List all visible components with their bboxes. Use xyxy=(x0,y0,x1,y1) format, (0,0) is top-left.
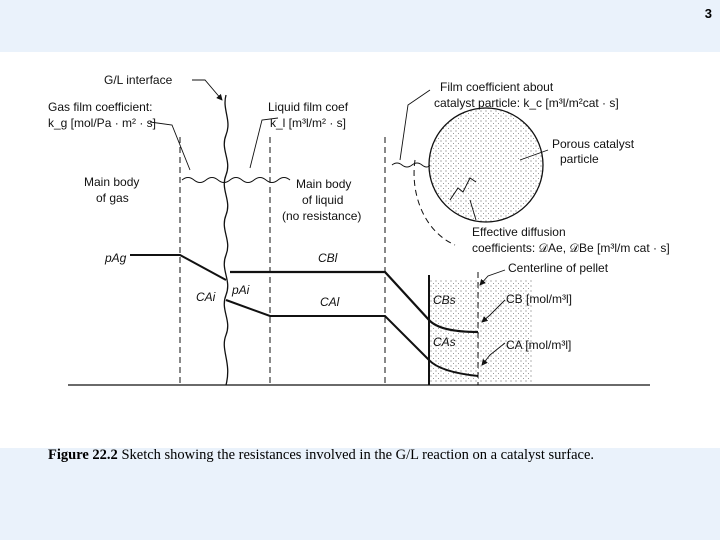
leader-centerline xyxy=(479,269,506,286)
leader-ca xyxy=(481,342,506,366)
catalyst-particle xyxy=(428,107,544,223)
label-liquid-film-coef-1: Liquid film coef xyxy=(268,100,349,114)
figure-panel: G/L interface Gas film coefficient: k_g … xyxy=(0,52,720,463)
label-c-al: CAl xyxy=(320,295,340,309)
label-gas-film-coef-2: k_g [mol/Pa · m² · s] xyxy=(48,116,156,130)
label-gas-film-coef-1: Gas film coefficient: xyxy=(48,100,152,114)
figure-caption-text: Sketch showing the resistances involved … xyxy=(121,447,595,463)
label-c-b-units: CB [mol/m³l] xyxy=(506,292,572,306)
leader-effective-diffusion xyxy=(469,199,477,221)
label-c-bl: CBl xyxy=(318,251,338,265)
leader-gas-film xyxy=(149,121,191,171)
pellet-stipple-region xyxy=(429,280,533,382)
figure-label: Figure 22.2 xyxy=(48,447,118,463)
label-film-coef-catalyst-2: catalyst particle: k_c [m³l/m²cat · s] xyxy=(434,96,619,110)
label-main-body-liquid-2: of liquid xyxy=(302,193,343,207)
label-effective-diffusion-2: coefficients: 𝒟Ae, 𝒟Be [m³l/m cat · s] xyxy=(472,241,670,255)
p-ag-profile xyxy=(130,254,227,281)
label-c-ai: CAi xyxy=(196,290,216,304)
label-c-a-units: CA [mol/m³l] xyxy=(506,338,571,352)
label-p-ag: pAg xyxy=(104,251,127,265)
label-c-as: CAs xyxy=(433,335,456,349)
leader-porous-particle xyxy=(519,149,549,161)
label-main-body-liquid-3: (no resistance) xyxy=(282,209,361,223)
label-gl-interface: G/L interface xyxy=(104,73,173,87)
label-main-body-gas-2: of gas xyxy=(96,191,129,205)
leader-cb xyxy=(481,299,506,323)
label-main-body-liquid-1: Main body xyxy=(296,177,351,191)
gl-interface-line xyxy=(223,94,229,386)
leader-gl-interface xyxy=(192,79,223,101)
c-bl-profile xyxy=(230,270,479,334)
page-number: 3 xyxy=(704,6,712,21)
catalyst-diffusion-path xyxy=(449,177,477,201)
c-al-profile xyxy=(225,299,479,377)
label-film-coef-catalyst-1: Film coefficient about xyxy=(440,80,554,94)
label-porous-catalyst-2: particle xyxy=(560,152,599,166)
leader-liquid-film xyxy=(249,117,279,169)
resistance-diagram: G/L interface Gas film coefficient: k_g … xyxy=(48,73,670,386)
catalyst-film-boundary xyxy=(413,159,456,246)
label-main-body-gas-1: Main body xyxy=(84,175,139,189)
label-porous-catalyst-1: Porous catalyst xyxy=(552,137,635,151)
catalyst-film-arrow xyxy=(391,162,431,168)
label-liquid-film-coef-2: k_l [m³l/m² · s] xyxy=(270,116,346,130)
leader-catalyst-film xyxy=(399,89,431,161)
label-effective-diffusion-1: Effective diffusion xyxy=(472,225,566,239)
label-c-bs: CBs xyxy=(433,293,456,307)
gas-film-arrow xyxy=(181,177,291,183)
label-centerline: Centerline of pellet xyxy=(508,261,609,275)
figure-caption: Figure 22.2 Sketch showing the resistanc… xyxy=(48,447,698,464)
label-p-ai: pAi xyxy=(231,283,250,297)
